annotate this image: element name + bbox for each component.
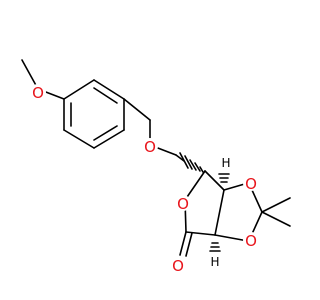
bond-cme2-obot <box>251 211 263 235</box>
svg-text:H: H <box>210 255 219 269</box>
bond-ring-2 <box>93 79 125 100</box>
atom-o-ring-left: O <box>175 195 191 213</box>
hashed-h-top <box>218 173 230 183</box>
hashed-h-bottom <box>209 242 221 252</box>
bond-aryl-ch2 <box>123 98 151 121</box>
atom-o-methoxy: O <box>30 84 46 102</box>
bond-otop-cme2 <box>251 189 263 213</box>
bond-fusion-c <box>204 170 225 191</box>
molecule-canvas: O O O O O O H H <box>21 59 291 275</box>
atom-h-top: H <box>220 156 232 170</box>
dioxolane-ring <box>214 182 263 242</box>
bond-ring-5 <box>63 129 95 149</box>
lactone-ring <box>184 170 225 236</box>
bond-cco-c <box>185 231 216 236</box>
atom-h-bottom: H <box>209 255 221 269</box>
svg-text:O: O <box>245 175 257 193</box>
bond-carbonyl-2 <box>185 232 193 257</box>
atom-o-dioxolane-top: O <box>243 175 259 193</box>
atom-o-carbonyl: O <box>170 257 186 275</box>
atom-o-ether: O <box>142 138 158 156</box>
bond-ch2-to-ring <box>175 154 185 162</box>
bond-methyl-2 <box>261 211 291 227</box>
bond-ring-double-1 <box>93 87 118 104</box>
svg-text:H: H <box>221 156 230 170</box>
svg-text:O: O <box>144 138 156 156</box>
bond-ring-1 <box>63 79 95 100</box>
svg-text:O: O <box>245 232 257 250</box>
bond-ring-double-2 <box>93 125 118 141</box>
svg-text:O: O <box>172 257 184 275</box>
bond-ring-4 <box>93 129 125 149</box>
atom-o-dioxolane-bottom: O <box>243 232 259 250</box>
structure-diagram: O O O O O O H H <box>21 59 291 275</box>
benzene-ring <box>63 79 125 149</box>
bond-c-oring <box>184 170 206 201</box>
svg-text:O: O <box>177 195 189 213</box>
bond-c-c-fusion <box>214 189 225 236</box>
bond-methyl-methoxy <box>21 59 39 90</box>
bond-carbonyl-1 <box>179 231 187 256</box>
bond-methyl-1 <box>261 197 291 213</box>
bond-obot-c <box>214 234 249 242</box>
svg-text:O: O <box>32 84 44 102</box>
hashed-wedge-ch2 <box>179 152 206 173</box>
